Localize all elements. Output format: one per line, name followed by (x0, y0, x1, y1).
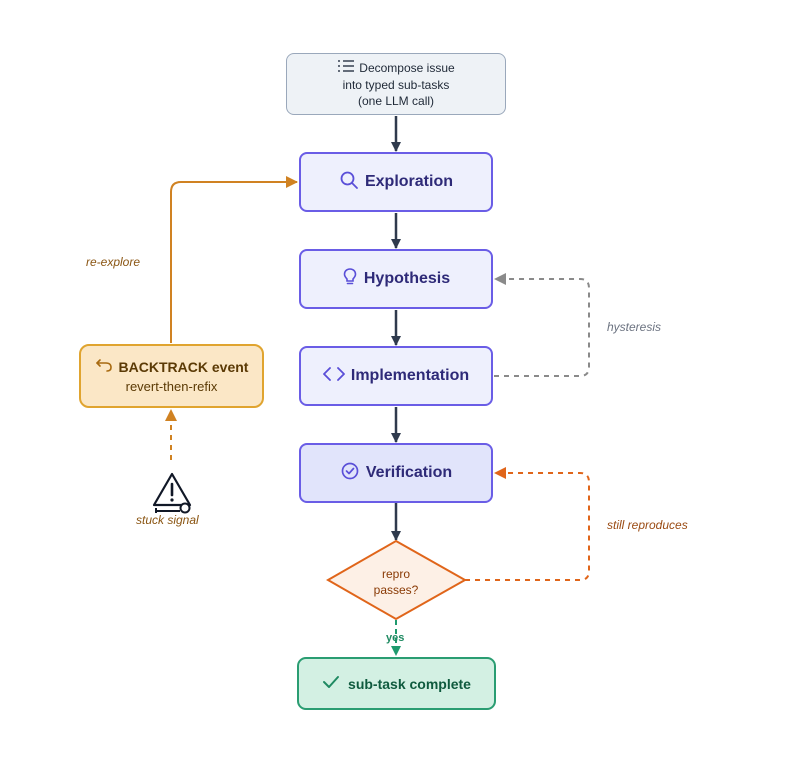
lightbulb-icon (342, 267, 358, 292)
checkmark-icon (322, 675, 340, 692)
decompose-line2: into typed sub-tasks (342, 78, 450, 92)
still-reproduces-label: still reproduces (607, 518, 688, 532)
warning-sensor-icon (148, 471, 196, 520)
complete-node: sub-task complete (297, 657, 496, 710)
verification-label: Verification (365, 464, 453, 481)
arrow-reexplore (170, 176, 298, 343)
hypothesis-label: Hypothesis (363, 270, 451, 287)
implementation-node: Implementation (299, 346, 493, 406)
exploration-label: Exploration (364, 173, 453, 190)
undo-icon (95, 358, 113, 375)
backtrack-node: BACKTRACK event revert-then-refix (79, 344, 264, 408)
backtrack-title: BACKTRACK event (118, 358, 249, 375)
arrow-hysteresis (494, 273, 590, 377)
exploration-node: Exploration (299, 152, 493, 212)
search-icon (339, 170, 359, 195)
decision-label: repro passes? (346, 566, 446, 598)
decision-line2: passes? (373, 583, 419, 597)
hypothesis-node: Hypothesis (299, 249, 493, 309)
stuck-signal-label: stuck signal (136, 513, 199, 527)
reexplore-label: re-explore (86, 255, 141, 269)
backtrack-subtitle: revert-then-refix (125, 379, 218, 394)
list-icon (337, 59, 355, 77)
decompose-line1: Decompose issue (359, 61, 455, 75)
arrow-still-reproduces (465, 467, 590, 581)
decision-diamond (325, 539, 468, 621)
verification-node: Verification (299, 443, 493, 503)
implementation-label: Implementation (350, 367, 470, 384)
hysteresis-label: hysteresis (607, 320, 662, 334)
yes-label: yes (386, 632, 405, 644)
code-icon (322, 366, 345, 387)
complete-label: sub-task complete (348, 675, 471, 692)
decision-line1: repro (381, 567, 410, 581)
decompose-node: Decompose issue into typed sub-tasks (on… (286, 53, 506, 115)
decompose-line3: (one LLM call) (357, 94, 435, 108)
check-circle-icon (340, 461, 360, 486)
